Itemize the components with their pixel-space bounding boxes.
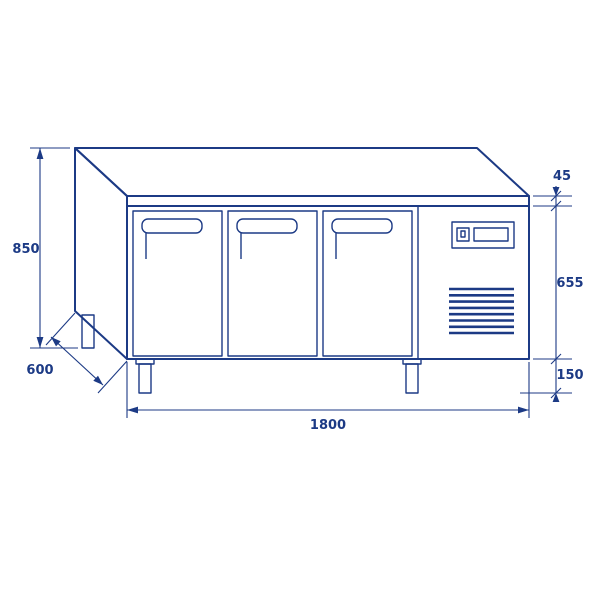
dim-depth-ext-front [97,360,128,394]
control-panel-display [473,227,509,242]
dim-tick-body-bottom [550,353,562,365]
dimension-arrowheads [36,148,560,414]
arrow-width-right [518,406,529,414]
dimension-lines [30,147,572,418]
unit-left-side-face [74,147,128,360]
dim-depth-line [50,336,104,386]
unit-structure [74,147,530,360]
dim-height-label: 850 [12,242,39,257]
control-panel-button [456,227,470,242]
front-leg-right [405,363,419,394]
door-2 [227,210,318,357]
arrow-top-thickness [552,187,560,196]
dim-tick-top-lower [550,200,562,212]
dimension-labels: 850 600 1800 45 655 150 [12,169,583,433]
door-3-handle [331,218,393,234]
dim-depth-ext-back [45,312,76,346]
unit-details [81,206,515,394]
arrow-depth-back [51,337,61,347]
door-3 [322,210,413,357]
arrow-leg-bottom [552,393,560,402]
door-2-handle [236,218,298,234]
dim-width-label: 1800 [310,418,346,433]
vent-grille-slats [449,287,514,335]
control-panel [451,221,515,249]
arrow-width-left [127,406,138,414]
unit-front-face [126,205,530,360]
arrow-height-top [36,148,44,159]
dim-depth-label: 600 [26,363,53,378]
arrow-height-bottom [36,337,44,348]
control-panel-knob [460,230,466,238]
door-1 [132,210,223,357]
dim-top-thickness-label: 45 [553,169,571,184]
dim-leg-height-label: 150 [556,368,583,383]
vent-grille [449,287,514,335]
front-leg-left [138,363,152,394]
door-1-handle [141,218,203,234]
arrow-depth-front [93,375,103,385]
rear-leg-left [81,314,95,349]
countertop-front-edge [126,195,530,207]
dim-body-height-label: 655 [556,276,583,291]
countertop-top-face [74,147,530,197]
